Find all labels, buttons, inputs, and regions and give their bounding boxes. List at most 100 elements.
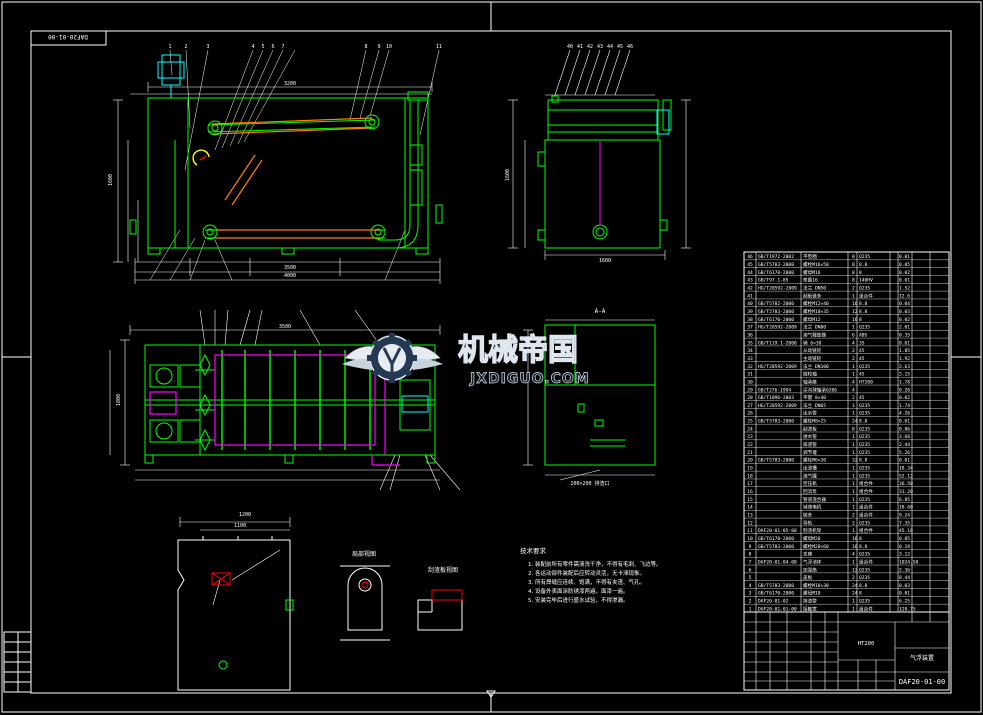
table-cell: 8.8 (859, 262, 868, 268)
table-cell: 8.8 (859, 583, 868, 589)
side-view-item-numbers: 40 41 42 43 44 45 46 (567, 44, 633, 50)
drawing-number: DAF20-01-00 (899, 678, 945, 686)
table-cell: 2 (852, 512, 855, 518)
table-cell: 1 (852, 473, 855, 479)
table-cell: 26 (747, 411, 753, 417)
table-cell: 链轮轴 (803, 371, 817, 378)
table-cell: 0.20 (899, 387, 910, 393)
table-cell: 2.44 (899, 442, 910, 448)
table-cell: 31.20 (899, 489, 913, 495)
table-cell: 15 (747, 497, 753, 503)
table-cell: 24 (747, 426, 753, 432)
table-cell: 31 (747, 372, 753, 378)
table-cell: GB/T5783-2000 (758, 309, 794, 315)
table-cell: 1.92 (899, 356, 910, 362)
table-cell: 法兰 DN100 (803, 363, 829, 370)
table-cell: 39 (747, 309, 753, 315)
svg-text:1600: 1600 (108, 174, 114, 186)
table-cell: Q235 (859, 254, 870, 260)
table-cell: 1 (852, 403, 855, 409)
table-cell: 34 (747, 348, 753, 354)
table-cell: 1.85 (899, 348, 910, 354)
table-cell: 2.63 (899, 364, 910, 370)
table-cell: 螺母M16 (803, 269, 821, 276)
table-cell: 盖板 (803, 574, 813, 581)
table-cell: 螺母M10 (803, 590, 821, 597)
note-line: 5. 安装完毕后进行盛水试验，不得渗漏。 (528, 596, 629, 604)
table-cell: 27 (747, 403, 753, 409)
table-cell: 1 (852, 293, 855, 299)
table-cell: 1 (852, 505, 855, 511)
table-cell: 0.04 (899, 301, 910, 307)
table-cell: 5.26 (899, 450, 910, 456)
table-cell: 组合件 (859, 504, 873, 511)
watermark-title: 机械帝国 (458, 333, 578, 368)
table-cell: 140HV (859, 278, 873, 284)
table-cell: 支座 (803, 551, 813, 558)
table-cell: 8 (749, 552, 752, 558)
svg-text:3500: 3500 (279, 324, 291, 330)
table-cell: 4.26 (899, 411, 910, 417)
table-cell: 0.03 (899, 309, 910, 315)
table-cell: 螺栓M10×35 (803, 308, 829, 315)
table-cell: 24 (852, 591, 858, 597)
revision-strip (3, 631, 32, 693)
table-cell: 刮渣板 (803, 425, 817, 432)
table-cell: 1 (852, 450, 855, 456)
table-cell: 螺栓M20×60 (803, 543, 829, 550)
part-name: 气浮装置 (910, 654, 934, 662)
table-cell: GB/T5782-2000 (758, 301, 794, 307)
table-cell: 4 (852, 552, 855, 558)
detail-view-1: 1200 1100 (177, 512, 294, 691)
table-cell: 16 (747, 489, 753, 495)
table-cell: Q235 (859, 567, 870, 573)
table-cell: 5 (749, 575, 752, 581)
table-cell: 0.03 (899, 583, 910, 589)
table-cell: GB/T5783-2000 (758, 262, 794, 268)
table-cell: 出水管 (803, 410, 817, 417)
table-cell: 深沟球轴承6206 (803, 386, 837, 393)
table-cell: GB/T6170-2000 (758, 270, 794, 276)
svg-text:1200: 1200 (239, 512, 251, 518)
table-cell: GB/T5783-2000 (758, 458, 794, 464)
table-cell: 40 (747, 301, 753, 307)
table-cell: Q235 (859, 434, 870, 440)
table-cell: HG/T20592-2009 (758, 286, 797, 292)
table-cell: 16 (852, 317, 858, 323)
table-cell: 10 (747, 536, 753, 542)
table-cell: 8 (852, 254, 855, 260)
table-cell: 1 (852, 559, 855, 565)
front-view: 3200 3500 4000 1600 (108, 49, 443, 284)
table-cell: 24 (852, 419, 858, 425)
table-cell: 1 (852, 599, 855, 605)
table-cell: 排泥管 (803, 441, 817, 448)
table-cell: 1 (852, 411, 855, 417)
table-cell: GB/T5783-2000 (758, 583, 794, 589)
table-cell: Q235 (859, 364, 870, 370)
table-cell: 7.35 (899, 520, 910, 526)
svg-text:40: 40 (567, 44, 573, 50)
table-cell: 25 (747, 419, 753, 425)
item-number: 7 (281, 44, 284, 50)
watermark-url: JXDIGUO.COM (469, 371, 590, 387)
table-cell: 3.15 (899, 372, 910, 378)
table-cell: Q235 (859, 473, 870, 479)
table-cell: 8.8 (859, 458, 868, 464)
table-cell: 42 (747, 286, 753, 292)
table-cell: 1 (852, 372, 855, 378)
table-cell: 44 (747, 270, 753, 276)
table-cell: 组合件 (859, 605, 873, 612)
table-cell: 43 (747, 278, 753, 284)
table-cell: 组合件 (859, 480, 873, 487)
table-cell: 1 (852, 434, 855, 440)
table-cell: DAF20-01-04-00 (758, 559, 797, 565)
table-cell: GB/T5783-2000 (758, 419, 794, 425)
table-cell: 0.01 (899, 278, 910, 284)
table-cell: 19 (747, 466, 753, 472)
table-cell: 接触室 (803, 605, 817, 612)
table-cell: 28 (747, 395, 753, 401)
table-cell: 14 (747, 505, 753, 511)
table-cell: 9.24 (899, 512, 910, 518)
table-cell: 8.8 (859, 544, 868, 550)
table-cell: 18 (747, 473, 753, 479)
